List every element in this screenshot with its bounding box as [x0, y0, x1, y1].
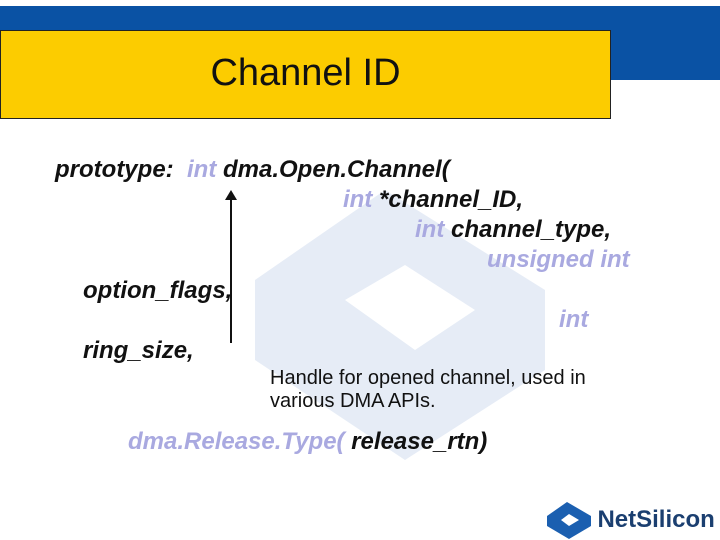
- code-line-8: dma.Release.Type( release_rtn): [128, 428, 488, 455]
- watermark-logo: [255, 190, 545, 460]
- code-line-6: int: [559, 306, 589, 333]
- logo-text: NetSilicon: [597, 506, 715, 533]
- slide-title: Channel ID: [210, 52, 401, 94]
- code-line-5: option_flags,: [83, 277, 233, 304]
- code-line-4: unsigned int: [487, 246, 630, 273]
- code-line-3: int channel_type,: [415, 216, 612, 243]
- arrow-line: [230, 195, 232, 343]
- code-line-2: int *channel_ID,: [343, 186, 524, 213]
- annotation-note: Handle for opened channel, used in vario…: [270, 367, 586, 412]
- netsilicon-logo: NetSilicon: [545, 500, 715, 540]
- code-line-1: prototype: int dma.Open.Channel(: [55, 156, 450, 183]
- code-line-7: ring_size,: [83, 337, 194, 364]
- logo-icon: [547, 502, 591, 539]
- title-box: [0, 30, 611, 119]
